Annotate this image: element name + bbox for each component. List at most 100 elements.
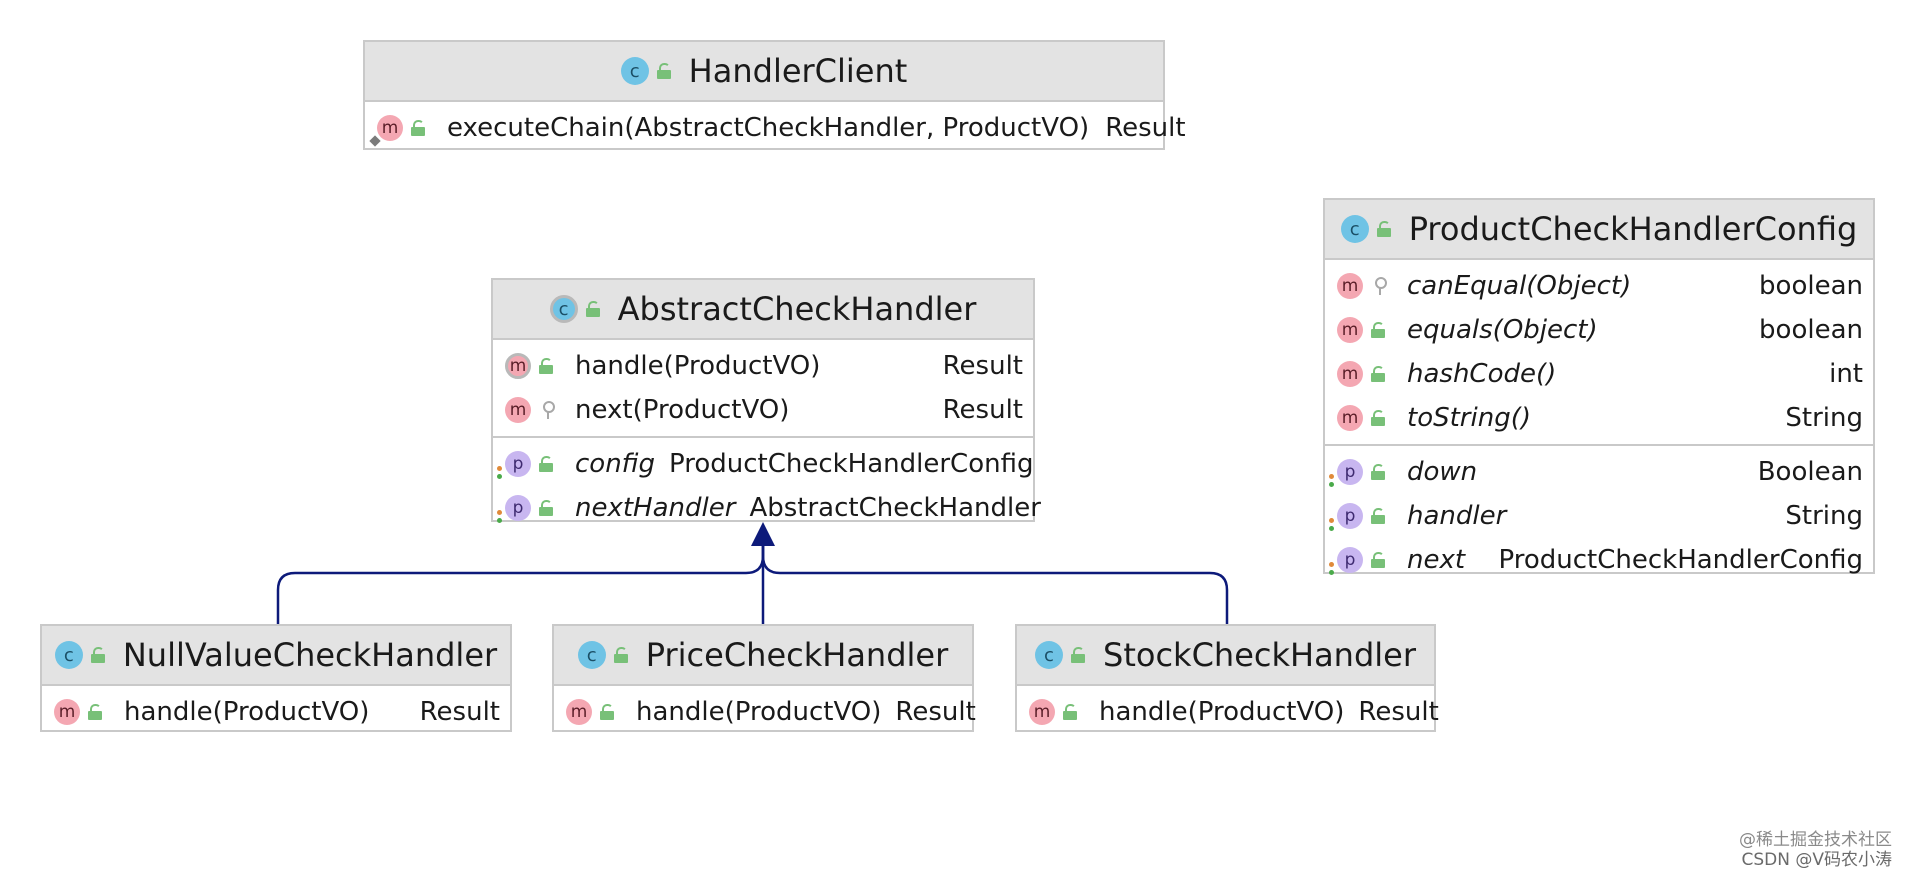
fields-section: p config ProductCheckHandlerConfig p nex… bbox=[493, 436, 1041, 534]
method-row[interactable]: m handle(ProductVO) Result bbox=[493, 344, 1033, 388]
method-row[interactable]: m executeChain(AbstractCheckHandler, Pro… bbox=[365, 106, 1186, 150]
public-lock-icon bbox=[1371, 366, 1385, 382]
getter-setter-dots-icon bbox=[1329, 518, 1335, 532]
method-name: handle(ProductVO) bbox=[1099, 697, 1345, 727]
method-row[interactable]: m hashCode() int bbox=[1325, 352, 1873, 396]
field-row[interactable]: p next ProductCheckHandlerConfig bbox=[1325, 538, 1873, 582]
property-icon: p bbox=[497, 451, 531, 479]
method-row[interactable]: m handle(ProductVO) Result bbox=[42, 690, 510, 734]
method-return-type: Result bbox=[942, 351, 1023, 381]
field-name: next bbox=[1407, 545, 1466, 575]
method-name: hashCode() bbox=[1407, 359, 1557, 389]
getter-setter-dots-icon bbox=[1329, 562, 1335, 576]
public-lock-icon bbox=[1371, 410, 1385, 426]
property-icon: p bbox=[1329, 547, 1363, 575]
field-type: AbstractCheckHandler bbox=[749, 493, 1041, 523]
method-name: next(ProductVO) bbox=[575, 395, 790, 425]
class-icon: c bbox=[54, 641, 83, 669]
public-lock-icon bbox=[539, 358, 553, 374]
class-title: StockCheckHandler bbox=[1103, 636, 1416, 674]
property-icon: p bbox=[497, 495, 531, 523]
method-icon: m bbox=[369, 115, 403, 147]
class-header: c ProductCheckHandlerConfig bbox=[1325, 200, 1873, 260]
method-icon: m bbox=[1337, 273, 1363, 299]
method-row[interactable]: m handle(ProductVO) Result bbox=[1017, 690, 1439, 734]
method-name: equals(Object) bbox=[1407, 315, 1598, 345]
field-type: ProductCheckHandlerConfig bbox=[1498, 545, 1864, 575]
method-name: handle(ProductVO) bbox=[636, 697, 882, 727]
class-stock-check-handler[interactable]: c StockCheckHandler m handle(ProductVO) … bbox=[1015, 624, 1439, 734]
public-lock-icon bbox=[613, 647, 628, 663]
private-key-icon bbox=[541, 401, 555, 419]
class-title: PriceCheckHandler bbox=[645, 636, 949, 674]
method-row[interactable]: m equals(Object) boolean bbox=[1325, 308, 1873, 352]
field-type: ProductCheckHandlerConfig bbox=[668, 449, 1034, 479]
class-abstract-check-handler[interactable]: c AbstractCheckHandler m handle(ProductV… bbox=[491, 278, 1041, 523]
method-return-type: Result bbox=[419, 697, 500, 727]
class-handler-client[interactable]: c HandlerClient m executeChain(AbstractC… bbox=[363, 40, 1186, 150]
class-icon: c bbox=[1340, 215, 1369, 243]
method-row[interactable]: m next(ProductVO) Result bbox=[493, 388, 1033, 432]
class-price-check-handler[interactable]: c PriceCheckHandler m handle(ProductVO) … bbox=[552, 624, 976, 734]
public-lock-icon bbox=[585, 301, 600, 317]
public-lock-icon bbox=[1071, 647, 1085, 663]
getter-setter-dots-icon bbox=[1329, 474, 1335, 488]
method-return-type: Result bbox=[1358, 697, 1439, 727]
method-row[interactable]: m toString() String bbox=[1325, 396, 1873, 440]
method-return-type: Result bbox=[1105, 113, 1186, 143]
methods-section: m handle(ProductVO) Result m next(Produc… bbox=[493, 340, 1033, 436]
method-icon: m bbox=[54, 699, 80, 725]
edge-nullvalue-to-abstract bbox=[276, 530, 765, 626]
class-icon: c bbox=[620, 57, 649, 85]
public-lock-icon bbox=[539, 456, 553, 472]
static-marker-icon bbox=[369, 135, 381, 147]
getter-setter-dots-icon bbox=[497, 510, 503, 524]
method-return-type: int bbox=[1829, 359, 1863, 389]
edge-stock-to-abstract bbox=[761, 530, 1229, 626]
method-icon: m bbox=[1337, 317, 1363, 343]
method-return-type: boolean bbox=[1759, 315, 1863, 345]
field-name: handler bbox=[1407, 501, 1507, 531]
method-icon: m bbox=[505, 397, 531, 423]
field-row[interactable]: p config ProductCheckHandlerConfig bbox=[493, 442, 1033, 486]
field-row[interactable]: p handler String bbox=[1325, 494, 1873, 538]
protected-key-icon bbox=[1373, 277, 1387, 295]
method-return-type: Result bbox=[942, 395, 1023, 425]
public-lock-icon bbox=[539, 500, 553, 516]
class-icon: c bbox=[577, 641, 606, 669]
public-lock-icon bbox=[1371, 508, 1385, 524]
inheritance-arrowhead bbox=[751, 522, 775, 546]
class-title: ProductCheckHandlerConfig bbox=[1408, 210, 1858, 248]
class-product-check-handler-config[interactable]: c ProductCheckHandlerConfig m canEqual(O… bbox=[1323, 198, 1875, 575]
method-icon: m bbox=[1029, 699, 1055, 725]
method-name: canEqual(Object) bbox=[1407, 271, 1632, 301]
method-icon: m bbox=[1337, 361, 1363, 387]
class-header: c PriceCheckHandler bbox=[554, 626, 972, 686]
class-header: c HandlerClient bbox=[365, 42, 1163, 102]
public-lock-icon bbox=[1371, 322, 1385, 338]
property-icon: p bbox=[1329, 503, 1363, 531]
method-icon: m bbox=[566, 699, 592, 725]
class-title: AbstractCheckHandler bbox=[617, 290, 977, 328]
getter-setter-dots-icon bbox=[497, 466, 503, 480]
public-lock-icon bbox=[411, 120, 425, 136]
public-lock-icon bbox=[1063, 704, 1077, 720]
method-name: handle(ProductVO) bbox=[124, 697, 370, 727]
field-row[interactable]: p down Boolean bbox=[1325, 450, 1873, 494]
class-icon: c bbox=[1035, 641, 1063, 669]
field-type: String bbox=[1785, 501, 1863, 531]
method-row[interactable]: m canEqual(Object) boolean bbox=[1325, 264, 1873, 308]
field-row[interactable]: p nextHandler AbstractCheckHandler bbox=[493, 486, 1041, 530]
method-row[interactable]: m handle(ProductVO) Result bbox=[554, 690, 976, 734]
property-icon: p bbox=[1329, 459, 1363, 487]
field-name: config bbox=[575, 449, 655, 479]
class-title: NullValueCheckHandler bbox=[122, 636, 498, 674]
public-lock-icon bbox=[1376, 221, 1391, 237]
abstract-method-icon: m bbox=[505, 353, 531, 379]
method-name: toString() bbox=[1407, 403, 1531, 433]
fields-section: p down Boolean p handler String p next P… bbox=[1325, 444, 1873, 586]
watermark-line-1: @稀土掘金技术社区 bbox=[1739, 830, 1892, 850]
method-icon: m bbox=[1337, 405, 1363, 431]
class-null-value-check-handler[interactable]: c NullValueCheckHandler m handle(Product… bbox=[40, 624, 512, 732]
